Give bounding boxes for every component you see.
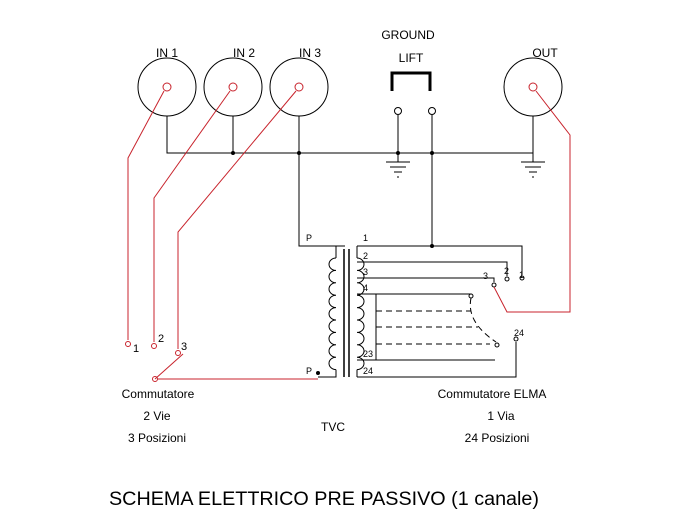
input-selector-caption: Commutatore [122,387,195,401]
elma-position-label: 3 [483,271,488,281]
primary-bottom-label: P [306,366,312,376]
selector-position-label: 2 [158,333,164,345]
elma-position-label: 24 [514,328,524,338]
input-selector-caption: 2 Vie [143,409,170,423]
ground-lift-label-1: GROUND [381,28,435,42]
selector-contact-1 [125,341,131,347]
tap-label: 4 [363,283,368,293]
label-in1: IN 1 [156,46,178,60]
secondary-tap-lines [357,245,523,378]
elma-contact-1 [519,275,525,281]
label-in2: IN 2 [233,46,255,60]
tap-label: 2 [363,251,368,261]
selector-position-label: 3 [181,341,187,353]
elma-position-label: 1 [519,270,524,280]
intermediate-taps-dashed [376,297,497,345]
junction-dot [430,151,434,155]
ground-lift-switch [390,71,432,91]
label-out: OUT [532,46,558,60]
elma-contact-4 [468,293,474,299]
junction-dot [396,151,400,155]
selector-common [152,376,158,382]
attenuator-caption: 1 Via [487,409,514,423]
tap-label: 3 [363,267,368,277]
jack-out [503,57,563,117]
selector-contact-3 [175,350,181,356]
ground-lift-label-2: LIFT [399,51,424,65]
transformer-tvc [318,245,365,378]
signal-wiring [127,90,571,380]
ground-symbol-left [386,161,410,178]
ground-symbol-right [521,161,545,178]
jack-in1 [137,57,197,117]
elma-contact-24 [513,336,519,342]
attenuator-caption: Commutatore ELMA [438,387,547,401]
primary-phase-dot [316,371,320,375]
jack-in3 [269,57,329,117]
junction-dot [297,151,301,155]
elma-contact-23 [494,342,500,348]
junction-dot [231,151,235,155]
selector-position-label: 1 [133,343,139,355]
transformer-label: TVC [321,420,345,434]
elma-contact-3 [491,282,497,288]
ground-lift-contact-right [428,107,436,115]
diagram-title: SCHEMA ELETTRICO PRE PASSIVO (1 canale) [109,489,539,510]
attenuator-caption: 24 Posizioni [465,431,530,445]
tap-label: 1 [363,233,368,243]
jack-in2 [203,57,263,117]
ground-lift-contact-left [394,107,402,115]
elma-position-label: 2 [504,266,509,276]
tap-label: 23 [363,349,373,359]
primary-top-label: P [306,233,312,243]
elma-contact-2 [504,276,510,282]
ground-bus [166,115,534,247]
input-selector-caption: 3 Posizioni [128,431,186,445]
selector-contact-2 [151,343,157,349]
tap-label: 24 [363,366,373,376]
label-in3: IN 3 [299,46,321,60]
